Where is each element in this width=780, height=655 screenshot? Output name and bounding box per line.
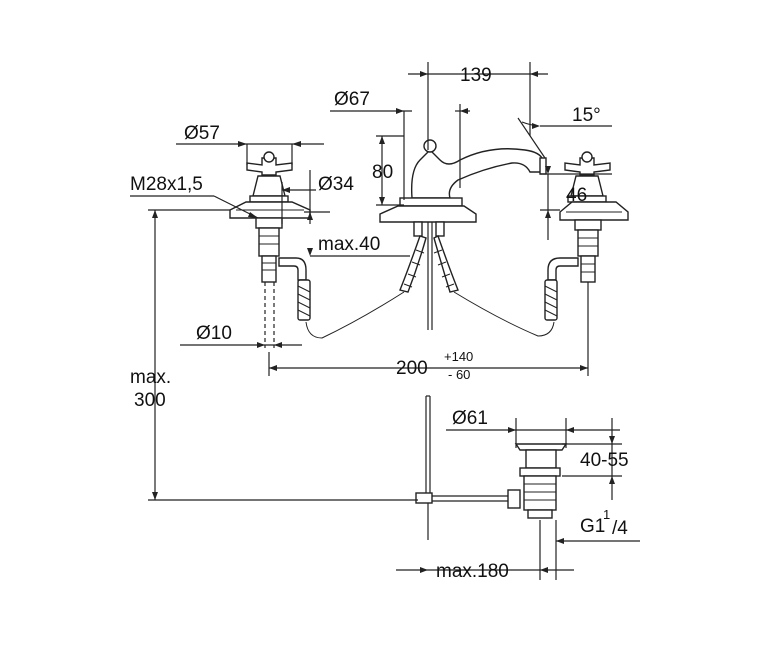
label-d61: Ø61 xyxy=(452,408,488,429)
label-spread-200: 200 xyxy=(396,358,428,379)
label-max: max. xyxy=(130,367,171,388)
label-d10: Ø10 xyxy=(196,323,232,344)
label-max-300: 300 xyxy=(134,390,166,411)
label-width-139: 139 xyxy=(460,65,492,86)
label-thread-g1-sup: 1 xyxy=(603,507,610,522)
label-spread-plus: +140 xyxy=(444,349,473,364)
label-height-80: 80 xyxy=(372,162,393,183)
spout-assembly xyxy=(305,139,555,339)
label-d34: Ø34 xyxy=(318,174,354,195)
label-height-46: 46 xyxy=(566,185,587,206)
dimension-labels: Ø57 M28x1,5 Ø67 80 Ø34 max.40 139 15° 46… xyxy=(130,65,629,582)
right-handle-assembly xyxy=(544,151,629,321)
label-thread-g1: G1 xyxy=(580,516,605,537)
label-max40: max.40 xyxy=(318,234,380,255)
label-d57: Ø57 xyxy=(184,123,220,144)
dimension-lines xyxy=(130,62,640,580)
label-spread-minus: - 60 xyxy=(448,367,470,382)
label-d67: Ø67 xyxy=(334,89,370,110)
label-thread-g1-sub: /4 xyxy=(612,518,628,539)
label-max180: max.180 xyxy=(436,561,509,582)
left-handle-assembly xyxy=(229,151,311,348)
label-thread-m28: M28x1,5 xyxy=(130,174,203,195)
label-angle-15: 15° xyxy=(572,105,601,126)
popup-waste-assembly xyxy=(415,395,568,540)
label-height-40-55: 40-55 xyxy=(580,450,629,471)
